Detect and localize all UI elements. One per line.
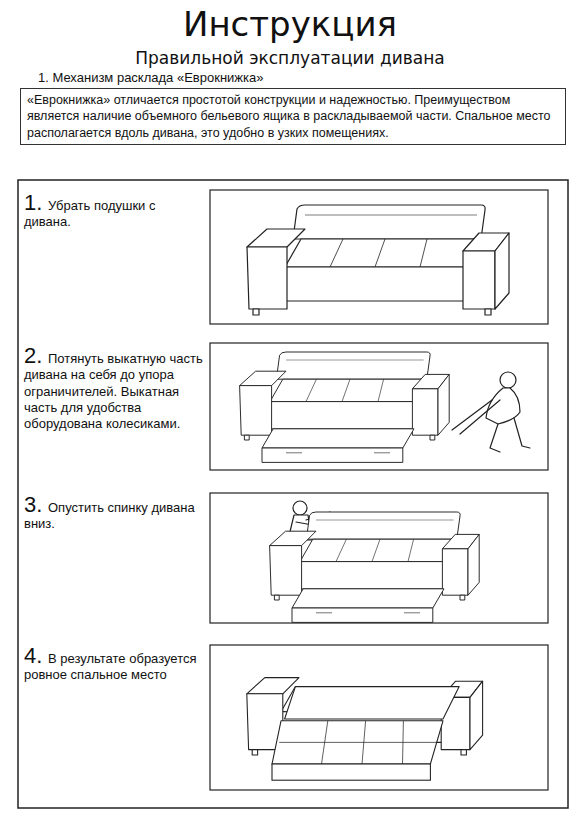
intro-box: «Еврокнижка» отличается простотой констр… bbox=[20, 88, 566, 145]
step-instruction: Потянуть выкатную часть дивана на себя д… bbox=[24, 351, 203, 431]
picture-frame bbox=[210, 343, 548, 470]
sofa-back bbox=[276, 352, 430, 379]
sofa-pulled bbox=[240, 352, 450, 462]
step-number: 2. bbox=[24, 343, 42, 368]
sofa-closed bbox=[247, 205, 509, 315]
step-text: 2. Потянуть выкатную часть дивана на себ… bbox=[24, 345, 204, 433]
step-text: 4. В результате образуется ровное спальн… bbox=[24, 645, 204, 684]
sofa-back bbox=[306, 512, 460, 539]
picture-frame bbox=[210, 190, 548, 324]
subtitle: Правильной эксплуатации дивана bbox=[0, 48, 580, 68]
sofa-back bbox=[293, 205, 485, 239]
page-title: Инструкция bbox=[0, 4, 580, 44]
step-instruction: В результате образуется ровное спальное … bbox=[24, 651, 197, 682]
sofa-base bbox=[247, 229, 509, 315]
step-number: 1. bbox=[24, 190, 42, 215]
pull-out-front bbox=[272, 764, 430, 780]
intro-text: «Еврокнижка» отличается простотой констр… bbox=[27, 93, 551, 140]
picture-frame bbox=[210, 493, 548, 623]
section-heading: 1. Механизм расклада «Еврокнижка» bbox=[38, 70, 558, 85]
step-text: 1. Убрать подушки с дивана. bbox=[24, 192, 204, 231]
step-number: 4. bbox=[24, 643, 42, 668]
steps-frame bbox=[18, 180, 568, 808]
picture-frame bbox=[210, 645, 548, 790]
pull-out-part bbox=[292, 589, 444, 623]
pull-out-part bbox=[262, 429, 414, 463]
step-number: 3. bbox=[24, 492, 42, 517]
step-text: 3. Опустить спинку дивана вниз. bbox=[24, 494, 204, 533]
sofa-back-lowering bbox=[270, 512, 480, 622]
sleeping-place bbox=[272, 687, 459, 764]
step-instruction: Опустить спинку дивана вниз. bbox=[24, 500, 195, 531]
sofa-bed bbox=[247, 678, 483, 781]
person-crouching bbox=[452, 372, 530, 452]
step-instruction: Убрать подушки с дивана. bbox=[24, 198, 155, 229]
